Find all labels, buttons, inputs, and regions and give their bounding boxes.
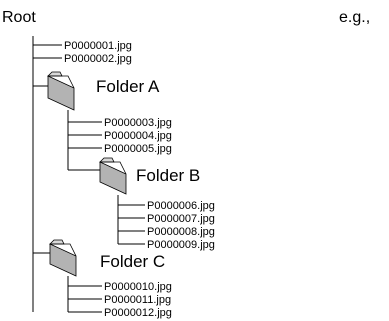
folder-label: Folder A bbox=[96, 77, 160, 96]
example-label: e.g., bbox=[339, 9, 370, 26]
folder-label: Folder B bbox=[136, 166, 200, 185]
file-label: P0000002.jpg bbox=[64, 53, 132, 65]
file-label: P0000007.jpg bbox=[147, 213, 215, 225]
file-label: P0000012.jpg bbox=[104, 307, 172, 319]
root-label: Root bbox=[2, 9, 36, 26]
file-label: P0000008.jpg bbox=[147, 226, 215, 238]
file-label: P0000003.jpg bbox=[104, 117, 172, 129]
file-label: P0000004.jpg bbox=[104, 130, 172, 142]
file-label: P0000006.jpg bbox=[147, 200, 215, 212]
file-label: P0000009.jpg bbox=[147, 239, 215, 251]
folder-icon bbox=[47, 71, 75, 111]
folder-icon bbox=[99, 157, 127, 195]
folder-icon bbox=[49, 239, 77, 277]
file-label: P0000005.jpg bbox=[104, 143, 172, 155]
folder-label: Folder C bbox=[100, 252, 165, 271]
file-label: P0000001.jpg bbox=[64, 40, 132, 52]
file-label: P0000011.jpg bbox=[104, 294, 171, 306]
file-label: P0000010.jpg bbox=[104, 281, 172, 293]
